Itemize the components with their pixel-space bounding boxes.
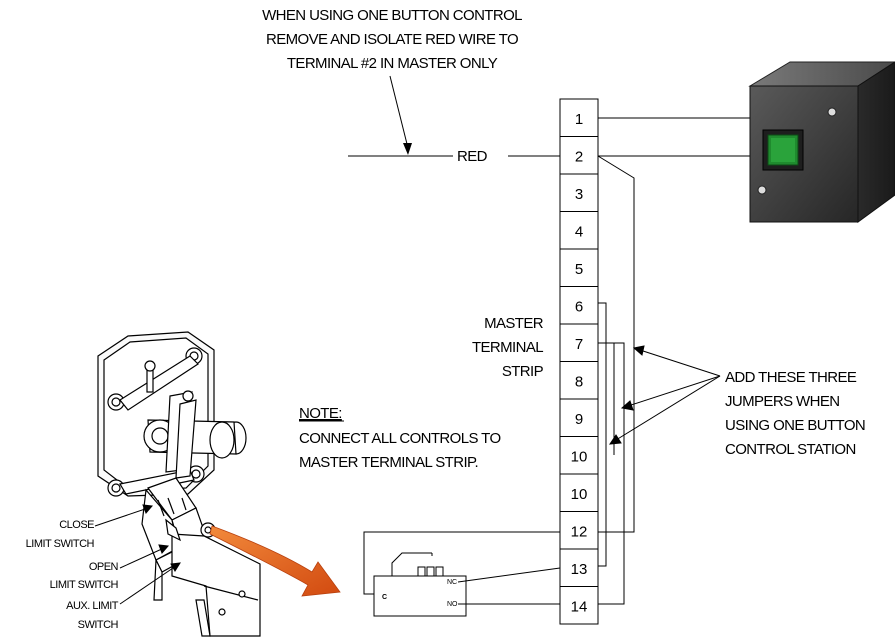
- note-leader-arrow: [389, 75, 412, 155]
- limit-switch-assembly-drawing: [97, 331, 261, 637]
- terminal-number: 4: [575, 224, 583, 241]
- terminal-number: 1: [575, 111, 583, 128]
- top-note-line-2: REMOVE AND ISOLATE RED WIRE TO: [266, 31, 518, 48]
- common-terminal-label: C: [382, 594, 387, 601]
- terminal-number: 13: [571, 561, 588, 578]
- red-wire-label: RED: [457, 148, 488, 165]
- terminal-number: 9: [575, 411, 583, 428]
- screw-icon: [827, 107, 837, 117]
- strip-label-line-2: TERMINAL: [472, 339, 543, 356]
- terminal-number: 3: [575, 186, 583, 203]
- note-line-2: MASTER TERMINAL STRIP.: [299, 454, 478, 471]
- terminal-14: 14: [559, 586, 599, 625]
- terminal-5: 5: [559, 248, 599, 287]
- jumper-note-line-3: USING ONE BUTTON: [725, 417, 865, 434]
- terminal-7: 7: [559, 323, 599, 362]
- top-note-line-3: TERMINAL #2 IN MASTER ONLY: [287, 55, 498, 72]
- aux-microswitch: C NC NO: [363, 531, 561, 617]
- terminal-number: 12: [571, 524, 588, 541]
- jumper-note-line-1: ADD THESE THREE: [725, 369, 857, 386]
- terminal-13: 13: [559, 548, 599, 587]
- terminal-number: 14: [571, 599, 588, 616]
- top-note: WHEN USING ONE BUTTON CONTROL REMOVE AND…: [262, 7, 523, 72]
- close-limit-label-2: LIMIT SWITCH: [26, 538, 95, 550]
- jumper-note: ADD THESE THREE JUMPERS WHEN USING ONE B…: [725, 369, 866, 458]
- terminal-11: 10: [559, 473, 599, 512]
- close-limit-label-1: CLOSE: [59, 519, 94, 531]
- terminal-4: 4: [559, 211, 599, 250]
- jumper-note-line-4: CONTROL STATION: [725, 441, 856, 458]
- switch-leader-lines: [94, 504, 181, 605]
- terminal-12: 12: [559, 511, 599, 550]
- switch-labels: CLOSE LIMIT SWITCH OPEN LIMIT SWITCH AUX…: [26, 519, 120, 631]
- terminal-2: 2: [559, 136, 599, 175]
- no-terminal-label: NO: [447, 601, 458, 608]
- jumper-wires: [597, 155, 635, 605]
- terminal-6: 6: [559, 286, 599, 325]
- strip-label-line-3: STRIP: [502, 363, 544, 380]
- terminal-number: 6: [575, 299, 583, 316]
- terminal-number: 10: [571, 486, 588, 503]
- push-button-station: [748, 61, 895, 223]
- terminal-10: 10: [559, 436, 599, 475]
- bolt-icon: [107, 347, 205, 497]
- terminal-number: 8: [575, 374, 583, 391]
- top-note-line-1: WHEN USING ONE BUTTON CONTROL: [262, 7, 522, 24]
- jumper-note-line-2: JUMPERS WHEN: [725, 393, 839, 410]
- terminal-number: 5: [575, 261, 583, 278]
- aux-limit-label-2: SWITCH: [78, 619, 119, 631]
- strip-label: MASTER TERMINAL STRIP: [472, 315, 544, 380]
- note-line-1: CONNECT ALL CONTROLS TO: [299, 430, 501, 447]
- terminal-1: 1: [559, 98, 599, 137]
- terminal-number: 2: [575, 149, 583, 166]
- open-limit-label-1: OPEN: [89, 561, 119, 573]
- terminal-9: 9: [559, 398, 599, 437]
- note-title: NOTE:: [299, 405, 342, 422]
- jumper-callout-arrows: [609, 345, 721, 445]
- nc-terminal-label: NC: [447, 579, 457, 586]
- control-station-wires: [598, 117, 750, 157]
- aux-limit-label-1: AUX. LIMIT: [66, 600, 119, 612]
- screw-icon: [757, 185, 767, 195]
- general-note: NOTE: CONNECT ALL CONTROLS TO MASTER TER…: [299, 405, 501, 471]
- terminal-number: 7: [575, 336, 583, 353]
- terminal-number: 10: [571, 449, 588, 466]
- strip-label-line-1: MASTER: [484, 315, 544, 332]
- detail-arrow-icon: [209, 525, 341, 597]
- open-limit-label-2: LIMIT SWITCH: [50, 579, 119, 591]
- terminal-8: 8: [559, 361, 599, 400]
- terminal-3: 3: [559, 173, 599, 212]
